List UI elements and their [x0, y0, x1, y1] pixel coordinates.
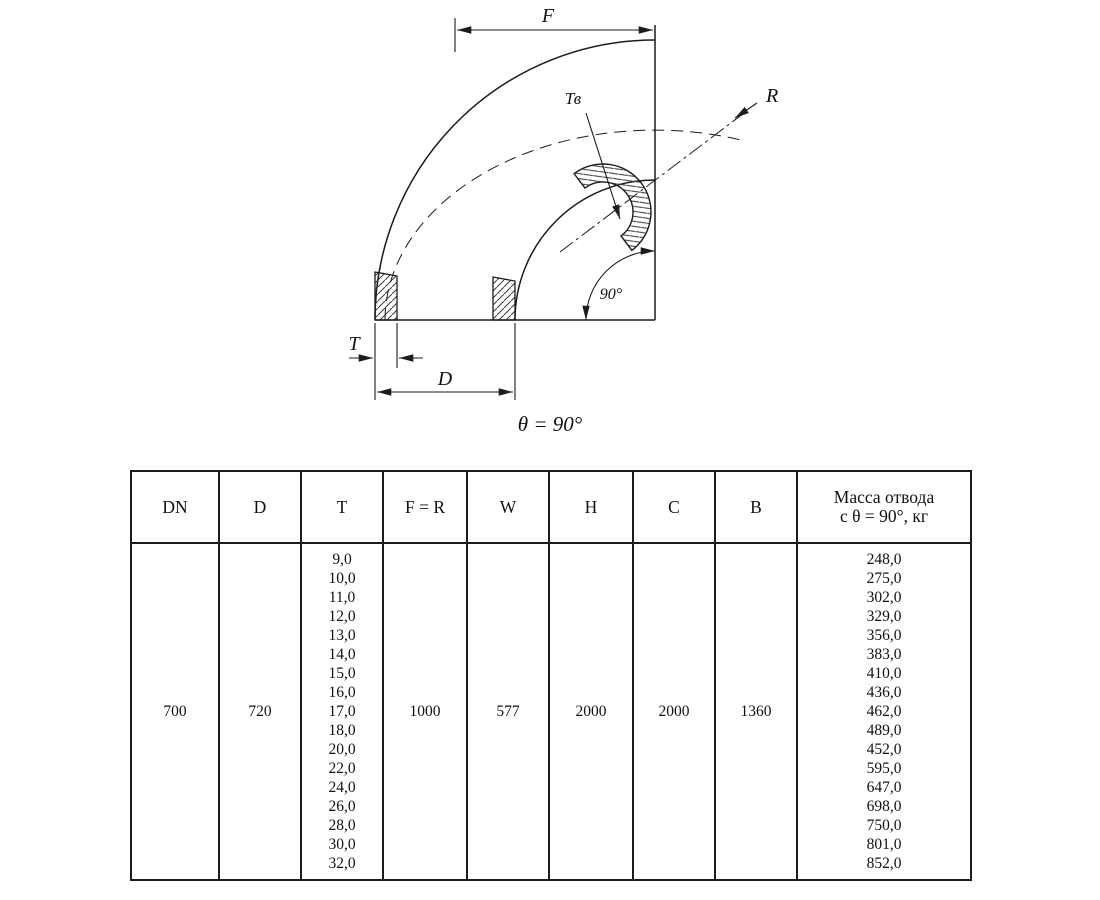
table-header-row: DN D T F = R W H C B Масса отвода с θ = … [130, 470, 972, 544]
f-dimension-label: F [541, 5, 555, 27]
header-w: W [466, 470, 550, 544]
cell-f-r: 1000 [382, 542, 468, 881]
elbow-technical-drawing: F R Тв 90° T D θ = 90° [348, 5, 778, 436]
cell-d: 720 [218, 542, 302, 881]
d-dimension-label: D [437, 368, 453, 390]
cell-t-values: 9,0 10,0 11,0 12,0 13,0 14,0 15,0 16,0 1… [300, 542, 384, 881]
bend-centerline-arc [384, 129, 746, 321]
tv-dimension-label: Тв [565, 89, 582, 108]
cell-w: 577 [466, 542, 550, 881]
table-data-row: 700 720 9,0 10,0 11,0 12,0 13,0 14,0 15,… [130, 542, 972, 881]
t-dimension-label: T [348, 333, 361, 355]
end-axis-centerline [559, 109, 749, 253]
far-end-wall-section [573, 163, 652, 252]
angle-value-label: 90° [600, 286, 623, 303]
header-b: B [714, 470, 798, 544]
outer-arc [374, 39, 656, 321]
header-dn: DN [130, 470, 220, 544]
far-end-opening [573, 163, 652, 252]
r-leader-line [734, 102, 758, 119]
centerlines [384, 109, 749, 321]
header-mass: Масса отвода с θ = 90°, кг [796, 470, 972, 544]
header-c: C [632, 470, 716, 544]
r-dimension-label: R [765, 85, 778, 107]
cell-h: 2000 [548, 542, 634, 881]
drawing-caption: θ = 90° [518, 412, 583, 436]
elbow-dimensions-table: DN D T F = R W H C B Масса отвода с θ = … [130, 470, 972, 881]
bottom-wall-section-right [492, 276, 516, 321]
cell-dn: 700 [130, 542, 220, 881]
angle-arc [582, 247, 656, 321]
header-t: T [300, 470, 384, 544]
header-d: D [218, 470, 302, 544]
cell-mass-values: 248,0 275,0 302,0 329,0 356,0 383,0 410,… [796, 542, 972, 881]
cell-b: 1360 [714, 542, 798, 881]
tv-leader-line [585, 112, 621, 220]
header-h: H [548, 470, 634, 544]
dimension-lines [349, 18, 758, 400]
bottom-wall-section-left [374, 271, 398, 321]
header-f-r: F = R [382, 470, 468, 544]
cell-c: 2000 [632, 542, 716, 881]
